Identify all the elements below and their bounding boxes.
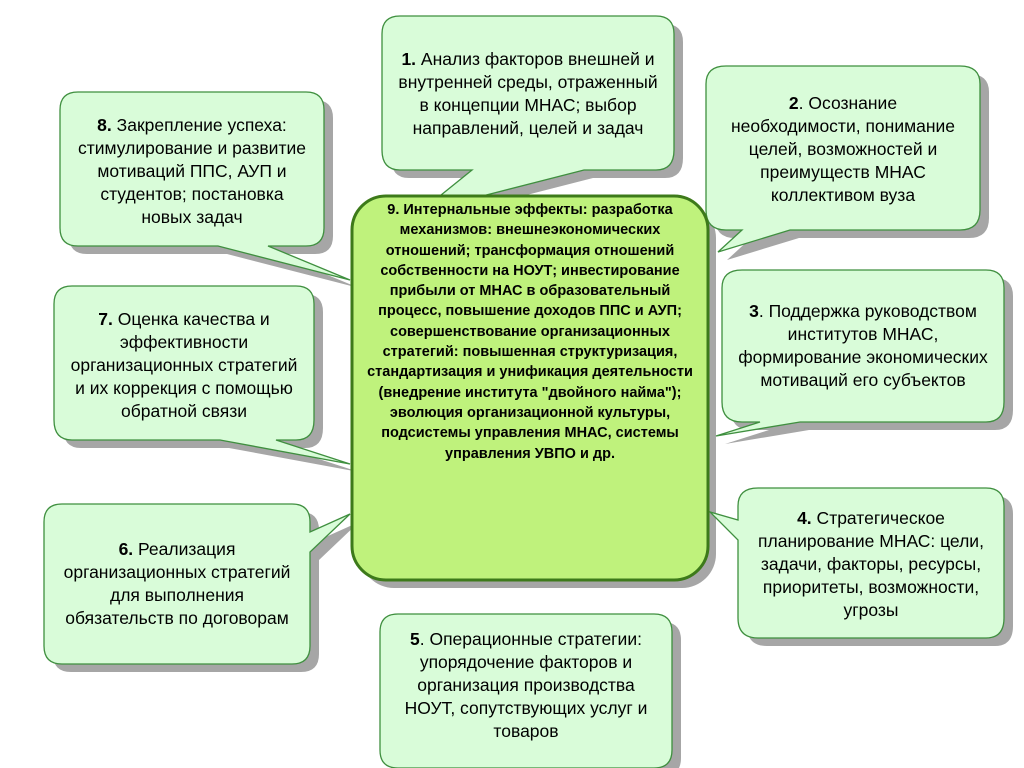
callout-6-shape: [43, 503, 351, 665]
center-box: 9. Интернальные эффекты: разработка меха…: [352, 196, 708, 580]
callout-3: 3. Поддержка руководством институтов МНА…: [728, 276, 998, 416]
callout-3-text: . Поддержка руководством институтов МНАС…: [738, 301, 988, 390]
callout-6: 6. Реализация организационных стратегий …: [50, 510, 304, 658]
callout-7: 7. Оценка качества и эффективности орган…: [60, 292, 308, 438]
callout-shapes: [43, 15, 1005, 768]
callout-4-shape: [707, 487, 1005, 639]
callout-5: 5. Операционные стратегии: упорядочение …: [386, 622, 666, 768]
callout-8-shape: [59, 91, 351, 281]
callout-8: 8. Закрепление успеха: стимулирование и …: [66, 98, 318, 244]
callout-8-number: 8.: [97, 114, 112, 135]
callout-7-number: 7.: [98, 308, 113, 329]
callout-8-text: Закрепление успеха: стимулирование и раз…: [78, 114, 306, 227]
callout-3-number: 3: [749, 301, 759, 321]
center-shape: [350, 194, 710, 582]
callout-2-text: . Осознание необходимости, понимание цел…: [730, 92, 956, 205]
callout-4-text: Стратегическое планирование МНАС: цели, …: [758, 507, 984, 620]
callout-1: 1. Анализ факторов внешней и внутренней …: [388, 20, 668, 168]
callout-6-text: Реализация организационных стратегий для…: [63, 539, 291, 628]
callout-7-shape: [53, 285, 351, 465]
callout-5-shape: [379, 613, 673, 768]
callout-5-text: . Операционные стратегии: упорядочение ф…: [404, 629, 648, 741]
callout-2-number: 2: [788, 92, 799, 113]
center-text: 9. Интернальные эффекты: разработка меха…: [367, 202, 693, 462]
callout-7-text: Оценка качества и эффективности организа…: [70, 308, 298, 421]
callout-4: 4. Стратегическое планирование МНАС: цел…: [744, 494, 998, 634]
callout-3-shape: [715, 269, 1005, 437]
callout-1-shape: [381, 15, 675, 213]
callout-1-text: Анализ факторов внешней и внутренней сре…: [398, 49, 658, 138]
callout-2-shape: [705, 65, 981, 253]
callout-4-number: 4.: [797, 507, 812, 528]
callout-1-number: 1.: [401, 49, 417, 69]
callout-2: 2. Осознание необходимости, понимание це…: [712, 74, 974, 224]
callout-5-number: 5: [410, 629, 420, 649]
callout-6-number: 6.: [118, 539, 134, 559]
